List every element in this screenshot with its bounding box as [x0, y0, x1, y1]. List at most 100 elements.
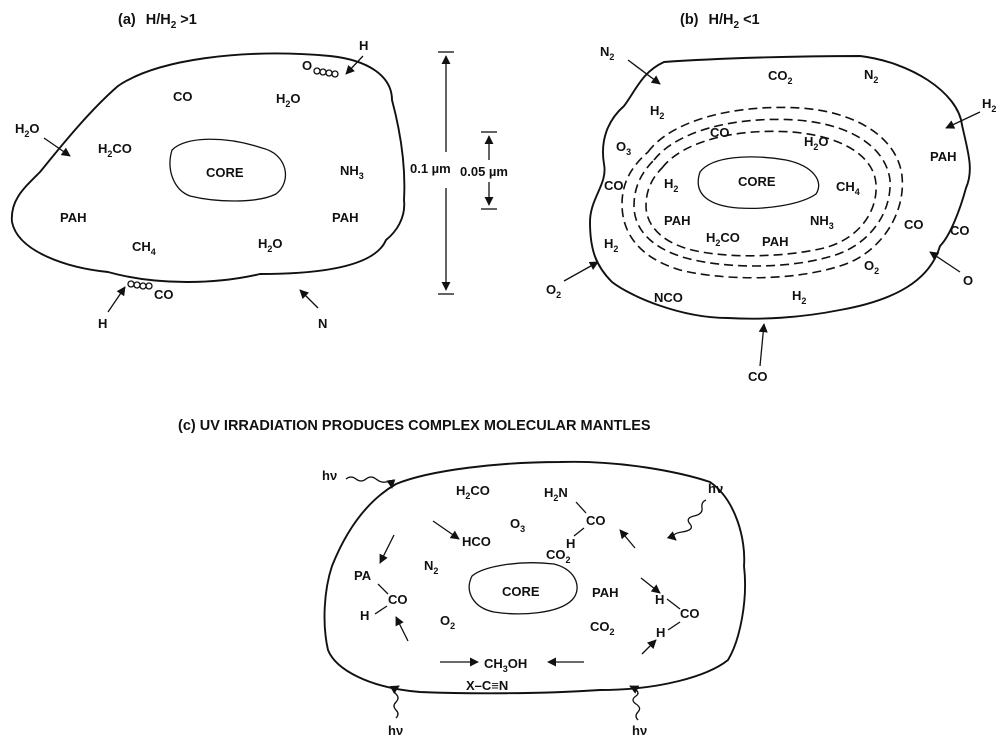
panel-a: (a)H/H2 >1 CORE CO H2O H2CO NH3 PAH PAH …: [11, 12, 406, 331]
molecule-n2: N2: [424, 558, 438, 576]
photon-label: hν: [708, 481, 723, 496]
molecule-pah: PAH: [60, 210, 86, 225]
arrow: [619, 529, 636, 549]
molecule-ch4: CH4: [132, 239, 156, 257]
arrow: [299, 289, 319, 309]
external-co-label: CO: [950, 223, 970, 238]
atom-h: H: [360, 608, 369, 623]
molecule-pah: PAH: [332, 210, 358, 225]
molecule-pah: PAH: [930, 149, 956, 164]
arrow: [758, 323, 768, 367]
arrow: [379, 534, 395, 564]
arrow: [640, 577, 661, 594]
atom-h: H: [656, 625, 665, 640]
molecule-co2: CO2: [546, 547, 571, 565]
external-o-label: O: [963, 273, 973, 288]
molecule-co2: CO2: [768, 68, 793, 86]
molecule-pah: PAH: [762, 234, 788, 249]
molecule-co: CO: [586, 513, 606, 528]
photon-wavy-arrow: [666, 499, 707, 541]
molecule-h2o: H2O: [804, 134, 829, 152]
molecule-nco: NCO: [654, 290, 683, 305]
core-label-c: CORE: [502, 584, 540, 599]
arrow: [929, 251, 961, 273]
molecule-h2o: H2O: [276, 91, 301, 109]
dashed-layer-outer: [621, 106, 904, 279]
photon-wavy-arrow: [629, 685, 641, 721]
photon-wavy-arrow: [389, 685, 400, 719]
bond: [374, 605, 388, 615]
scale-label-0.1um: 0.1 µm: [410, 161, 451, 176]
panel-c: (c) UV IRRADIATION PRODUCES COMPLEX MOLE…: [178, 418, 746, 738]
grain-outline-b: [589, 55, 971, 320]
atom-n-label: N: [318, 316, 327, 331]
molecule-h2: H2: [604, 236, 618, 254]
atom-h: H: [566, 536, 575, 551]
atom-h: H: [655, 592, 664, 607]
molecule-h2: H2: [650, 103, 664, 121]
atom-o-label: O: [302, 58, 312, 73]
arrow: [432, 520, 460, 540]
molecule-pah: PAH: [664, 213, 690, 228]
bond: [667, 621, 681, 631]
molecule-pah: PAH: [592, 585, 618, 600]
external-o2-label: O2: [546, 282, 561, 300]
bond: [575, 501, 587, 514]
photon-label: hν: [322, 468, 337, 483]
arrow: [627, 59, 661, 85]
molecule-h2n: H2N: [544, 485, 568, 503]
bond: [666, 598, 681, 610]
molecule-co: CO: [604, 178, 624, 193]
core-label-b: CORE: [738, 174, 776, 189]
adsorbed-chain: [313, 67, 339, 78]
molecule-o3: O3: [616, 139, 631, 157]
molecule-co2: CO2: [590, 619, 615, 637]
molecule-h2o: H2O: [258, 236, 283, 254]
molecule-co: CO: [680, 606, 700, 621]
arrow: [641, 639, 657, 655]
dashed-layer-inner: [645, 130, 877, 257]
core-label-a: CORE: [206, 165, 244, 180]
molecule-h2co: H2CO: [456, 483, 490, 501]
photon-label: hν: [388, 723, 403, 738]
arrow: [395, 616, 409, 642]
molecule-co: CO: [388, 592, 408, 607]
molecule-pa: PA: [354, 568, 372, 583]
external-co-label: CO: [748, 369, 768, 384]
panel-b: (b)H/H2 <1 CORE CO2 N2 H2 CO H2O O3 CO H…: [546, 12, 996, 384]
molecule-h2: H2: [664, 176, 678, 194]
atom-h-label: H: [98, 316, 107, 331]
molecule-co: CO: [173, 89, 193, 104]
external-h2o-label: H2O: [15, 121, 40, 139]
scale-label-0.05um: 0.05 µm: [460, 164, 508, 179]
panel-a-title: (a)H/H2 >1: [118, 12, 197, 31]
molecule-h2: H2: [792, 288, 806, 306]
bond: [377, 583, 389, 595]
adsorbed-chain: [127, 280, 153, 290]
molecule-o2: O2: [440, 613, 455, 631]
grain-outline-a: [11, 52, 406, 283]
dashed-layer-middle: [633, 118, 891, 267]
arrow: [945, 111, 981, 129]
co-label: CO: [154, 287, 174, 302]
molecule-co: CO: [710, 125, 730, 140]
molecule-ch4: CH4: [836, 179, 860, 197]
molecule-hco: HCO: [462, 534, 491, 549]
molecule-nh3: NH3: [810, 213, 834, 231]
molecule-n2: N2: [864, 67, 878, 85]
core-outline-a: [169, 138, 286, 202]
molecule-nitrile: X–C≡N: [466, 678, 508, 693]
molecule-h2co: H2CO: [706, 230, 740, 248]
core-outline-c: [468, 562, 578, 615]
arrow: [107, 286, 126, 313]
molecule-h2co: H2CO: [98, 141, 132, 159]
arrow: [345, 55, 364, 75]
molecule-co: CO: [904, 217, 924, 232]
photon-wavy-arrow: [345, 476, 396, 489]
external-h2-label: H2: [982, 96, 996, 114]
arrow: [43, 137, 71, 157]
bond: [573, 527, 585, 537]
panel-c-title: (c) UV IRRADIATION PRODUCES COMPLEX MOLE…: [178, 418, 651, 434]
panel-b-title: (b)H/H2 <1: [680, 12, 760, 31]
